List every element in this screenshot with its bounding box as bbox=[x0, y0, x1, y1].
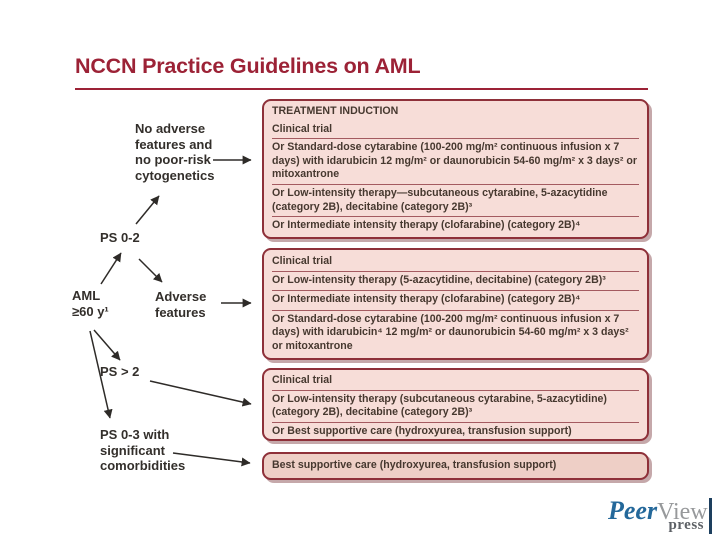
treatment-row: Or Low-intensity therapy (5-azacytidine,… bbox=[272, 271, 639, 290]
flow-label-line: features and bbox=[135, 136, 213, 152]
flow-label-adverse-features: Adverse features bbox=[155, 289, 206, 320]
peerview-press-logo: PeerView press bbox=[608, 496, 712, 536]
flow-label-line: No adverse bbox=[135, 121, 206, 136]
arrow-psgt2-to-box3 bbox=[149, 380, 252, 407]
arrow-ps02-to-noadverse bbox=[135, 195, 160, 225]
treatment-row: Or Intermediate intensity therapy (clofa… bbox=[272, 290, 639, 309]
logo-vertical-bar bbox=[709, 498, 712, 534]
treatment-box-ps-gt2: Clinical trial Or Low-intensity therapy … bbox=[262, 368, 649, 441]
flow-label-line: significant bbox=[100, 442, 166, 458]
treatment-row: Clinical trial bbox=[272, 374, 333, 386]
flow-label-line: comorbidities bbox=[100, 458, 186, 474]
treatment-row: Or Intermediate intensity therapy (clofa… bbox=[272, 216, 639, 235]
treatment-box-adverse: Clinical trial Or Low-intensity therapy … bbox=[262, 248, 649, 360]
peerview-logo-text: PeerView bbox=[608, 496, 708, 526]
flow-label-line: no poor-risk bbox=[135, 152, 211, 168]
treatment-row: Clinical trial bbox=[272, 122, 333, 135]
logo-peer-text: Peer bbox=[608, 496, 658, 525]
flow-label-aml: AML ≥60 y¹ bbox=[72, 288, 109, 319]
flow-label-no-adverse: No adverse features and no poor-risk cyt… bbox=[135, 121, 214, 183]
flow-label-ps-gt2: PS > 2 bbox=[100, 364, 140, 379]
arrow-ps02-to-adverse bbox=[138, 258, 163, 283]
page-title: NCCN Practice Guidelines on AML bbox=[75, 54, 421, 78]
treatment-row: Or Standard-dose cytarabine (100-200 mg/… bbox=[272, 138, 639, 184]
treatment-row: Clinical trial bbox=[272, 254, 333, 267]
title-underline bbox=[75, 88, 648, 90]
treatment-box-header: TREATMENT INDUCTION bbox=[272, 105, 399, 118]
logo-view-text: View bbox=[657, 499, 708, 525]
arrow-aml-to-ps02 bbox=[100, 252, 122, 285]
flow-label-ps03-comorbidities: PS 0-3 with significant comorbidities bbox=[100, 427, 185, 474]
flow-label-line: features bbox=[155, 304, 206, 320]
flow-label-line: Adverse bbox=[155, 289, 207, 304]
treatment-row: Or Low-intensity therapy (subcutaneous c… bbox=[272, 389, 639, 422]
arrow-aml-to-psgt2 bbox=[93, 329, 121, 361]
logo-press-text: press bbox=[668, 517, 704, 533]
treatment-row: Or Low-intensity therapy—subcutaneous cy… bbox=[272, 184, 639, 216]
treatment-box-induction: TREATMENT INDUCTION Clinical trial Or St… bbox=[262, 99, 649, 239]
flow-label-ps02: PS 0-2 bbox=[100, 230, 140, 245]
treatment-row: Or Best supportive care (hydroxyurea, tr… bbox=[272, 421, 639, 441]
flow-label-line: cytogenetics bbox=[135, 167, 215, 183]
flow-label-line: AML bbox=[72, 288, 101, 303]
treatment-row: Or Standard-dose cytarabine (100-200 mg/… bbox=[272, 309, 639, 356]
flow-label-line: PS 0-3 with bbox=[100, 427, 170, 442]
treatment-box-supportive-care: Best supportive care (hydroxyurea, trans… bbox=[262, 452, 649, 480]
flow-label-line: ≥60 y¹ bbox=[72, 303, 109, 319]
treatment-row: Best supportive care (hydroxyurea, trans… bbox=[272, 459, 557, 472]
